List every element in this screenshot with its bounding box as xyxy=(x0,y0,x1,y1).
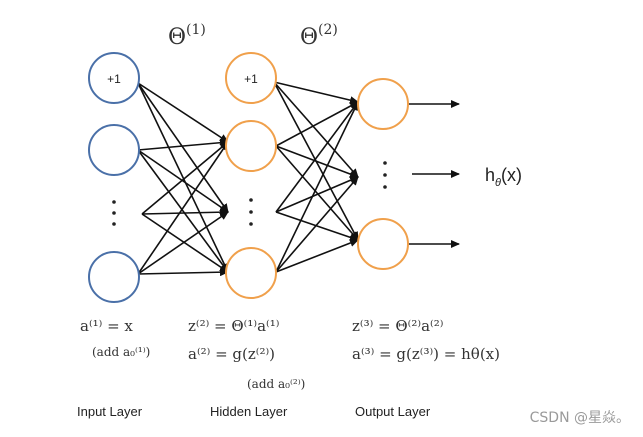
hidden-layer-label: Hidden Layer xyxy=(210,404,288,419)
input-ellipsis xyxy=(112,200,116,226)
edge xyxy=(275,101,359,213)
edge xyxy=(275,176,359,273)
edge xyxy=(275,101,359,273)
edge xyxy=(137,268,229,277)
edge xyxy=(137,149,229,273)
hypothesis-subscript: θ xyxy=(495,177,501,189)
hidden-node xyxy=(225,247,277,299)
watermark: CSDN @星焱。 xyxy=(530,410,630,426)
input-layer-nodes xyxy=(88,52,140,303)
edge xyxy=(141,141,229,215)
ellipsis-dot xyxy=(249,222,253,226)
edge xyxy=(275,239,359,273)
theta2-label: Θ(2) xyxy=(300,22,338,50)
edge xyxy=(137,149,229,213)
input-layer-label: Input Layer xyxy=(77,404,143,419)
output-arrows xyxy=(408,100,460,248)
theta1-superscript: (1) xyxy=(186,22,206,38)
ellipsis-dot xyxy=(112,222,116,226)
edge xyxy=(137,138,229,151)
edge xyxy=(137,82,229,143)
hidden-equation-a: a⁽²⁾ = g(z⁽²⁾) xyxy=(188,345,275,363)
edge xyxy=(275,176,359,213)
hidden-equation-z: z⁽²⁾ = Θ⁽¹⁾a⁽¹⁾ xyxy=(188,317,279,335)
output-layer-label: Output Layer xyxy=(355,404,431,419)
edge xyxy=(275,211,359,242)
hypothesis-h: h xyxy=(485,165,495,185)
edge xyxy=(137,211,229,275)
hidden-node xyxy=(225,120,277,172)
output-equation-a: a⁽³⁾ = g(z⁽³⁾) = hθ(x) xyxy=(352,345,500,363)
ellipsis-dot xyxy=(383,185,387,189)
hypothesis-arg: (x) xyxy=(501,165,522,185)
ellipsis-dot xyxy=(249,198,253,202)
edge xyxy=(141,208,229,217)
hidden-bias-label: +1 xyxy=(244,72,258,86)
ellipsis-dot xyxy=(383,173,387,177)
input-bias-label: +1 xyxy=(107,72,121,86)
edge xyxy=(141,213,229,273)
ellipsis-dot xyxy=(112,211,116,215)
output-ellipsis xyxy=(383,161,387,189)
output-node xyxy=(357,218,409,270)
hidden-ellipsis xyxy=(249,198,253,226)
edge xyxy=(137,82,229,213)
input-bias-node xyxy=(88,52,140,104)
ellipsis-dot xyxy=(249,210,253,214)
edges-input-to-hidden xyxy=(137,82,229,277)
hidden-bias-node xyxy=(225,52,277,104)
input-add-note: (add a₀⁽¹⁾) xyxy=(92,345,150,359)
input-node xyxy=(88,124,140,176)
output-layer-nodes xyxy=(357,78,409,270)
ellipsis-dot xyxy=(383,161,387,165)
hidden-add-note: (add a₀⁽²⁾) xyxy=(247,377,305,391)
ellipsis-dot xyxy=(112,200,116,204)
edge xyxy=(275,145,359,178)
input-node xyxy=(88,251,140,303)
input-equation: a⁽¹⁾ = x xyxy=(80,317,133,335)
edge xyxy=(137,141,229,275)
edge xyxy=(273,81,359,178)
theta2-superscript: (2) xyxy=(318,22,338,38)
theta1-label: Θ(1) xyxy=(168,22,206,50)
theta1-base: Θ xyxy=(168,25,186,50)
output-node xyxy=(357,78,409,130)
edge xyxy=(275,101,359,147)
hidden-layer-nodes xyxy=(225,52,277,299)
edge xyxy=(273,81,359,105)
edge xyxy=(275,145,359,241)
output-equation-z: z⁽³⁾ = Θ⁽²⁾a⁽²⁾ xyxy=(352,317,443,335)
hypothesis-label: hθ(x) xyxy=(485,165,522,189)
edge xyxy=(137,82,229,273)
edges-hidden-to-output xyxy=(273,81,359,273)
theta2-base: Θ xyxy=(300,25,318,50)
